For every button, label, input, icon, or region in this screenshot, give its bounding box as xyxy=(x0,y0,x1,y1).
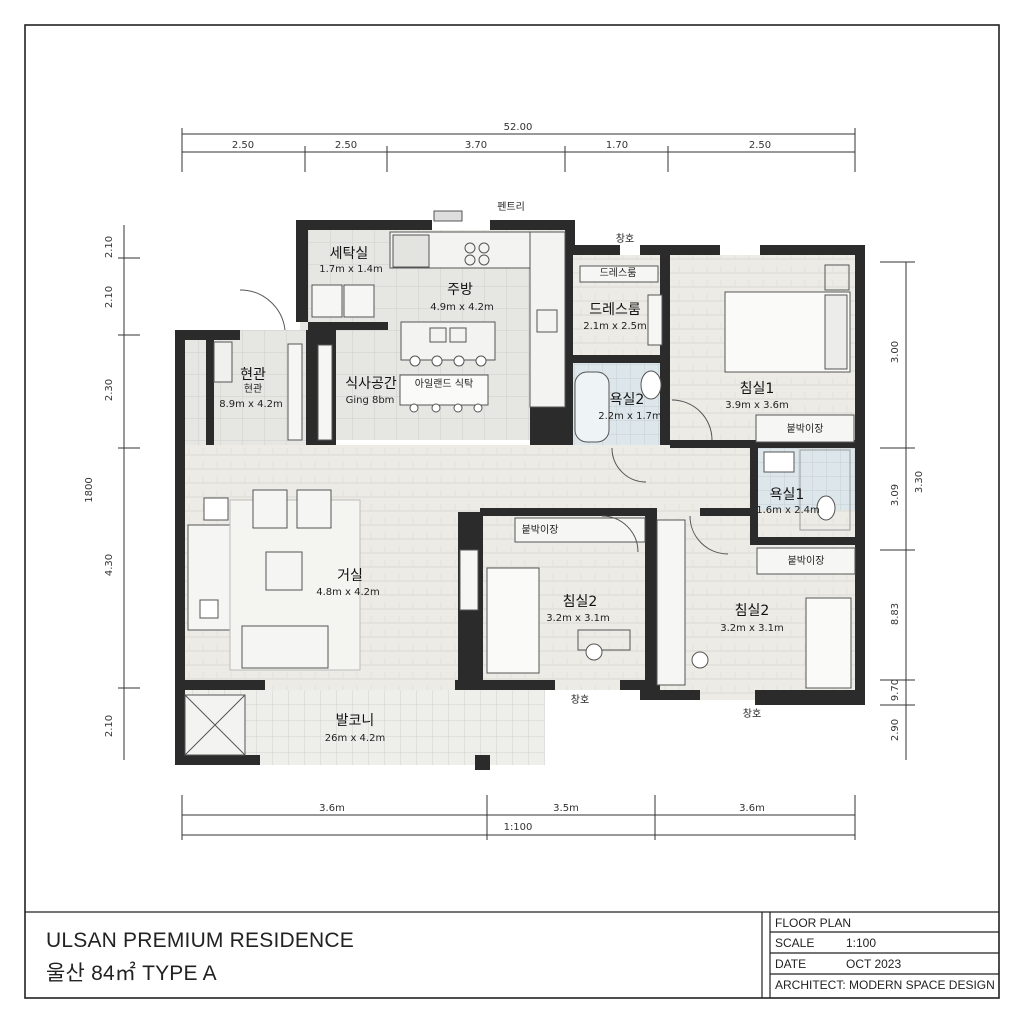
bedroom1-name: 침실1 xyxy=(740,381,775,397)
dim-left-seg-1: 2.10 xyxy=(104,236,115,258)
dim-bottom-seg-3: 3.6m xyxy=(739,803,765,814)
scale-value: 1:100 xyxy=(846,936,877,950)
bath1-size: 1.6m x 2.4m xyxy=(756,505,820,516)
entrance-sub: 현관 xyxy=(244,383,262,395)
dim-right-5: 2.90 xyxy=(890,719,901,741)
bath1-name: 욕실1 xyxy=(770,487,805,503)
dim-bottom-seg-1: 3.6m xyxy=(319,803,345,814)
pantry-label: 펜트리 xyxy=(497,201,525,213)
dim-right-4: 9.70 xyxy=(890,679,901,701)
bedroom2a-size: 3.2m x 3.1m xyxy=(546,613,610,624)
dim-right-outer: 3.30 xyxy=(914,471,925,493)
bath2-size: 2.2m x 1.7m xyxy=(598,411,662,422)
dim-left-seg-3: 2.30 xyxy=(104,379,115,401)
dimension-lines xyxy=(118,128,915,840)
bedroom2b-size: 3.2m x 3.1m xyxy=(720,623,784,634)
closet-bed2a-label: 붙박이장 xyxy=(522,524,559,536)
island-label: 아일랜드 식탁 xyxy=(415,378,473,390)
dressing-name: 드레스룸 xyxy=(589,302,641,318)
project-subtitle: 울산 84㎡ TYPE A xyxy=(46,962,217,985)
dim-top-seg-2: 2.50 xyxy=(335,140,357,151)
dim-top-total: 52.00 xyxy=(504,122,533,133)
dim-left-seg-2: 2.10 xyxy=(104,286,115,308)
window-bed2a-label: 창호 xyxy=(571,694,589,706)
dimension-labels: 52.00 2.50 2.50 3.70 1.70 2.50 1800 2.10… xyxy=(84,122,925,833)
balcony-size: 26m x 4.2m xyxy=(325,733,385,744)
kitchen-name: 주방 xyxy=(447,282,473,298)
dim-top-seg-5: 2.50 xyxy=(749,140,771,151)
laundry-name: 세탁실 xyxy=(330,246,369,262)
dim-bottom-seg-2: 3.5m xyxy=(553,803,579,814)
bedroom1-size: 3.9m x 3.6m xyxy=(725,400,789,411)
date-label: DATE xyxy=(775,957,807,971)
entrance-name: 현관 xyxy=(240,367,266,383)
laundry-size: 1.7m x 1.4m xyxy=(319,264,383,275)
dim-right-2: 3.09 xyxy=(890,484,901,506)
dim-top-seg-4: 1.70 xyxy=(606,140,628,151)
dressing-top-label: 드레스룸 xyxy=(600,267,637,279)
dim-left-seg-4: 4.30 xyxy=(104,554,115,576)
entrance-size: 8.9m x 4.2m xyxy=(219,399,283,410)
dining-name: 식사공간 xyxy=(345,376,397,392)
window-top-label: 창호 xyxy=(616,233,634,245)
date-value: OCT 2023 xyxy=(846,957,902,971)
architect-label: ARCHITECT: MODERN SPACE DESIGN xyxy=(775,978,995,992)
dim-top-seg-1: 2.50 xyxy=(232,140,254,151)
dressing-size: 2.1m x 2.5m xyxy=(583,321,647,332)
closet-bed2b-label: 붙박이장 xyxy=(788,555,825,567)
dim-bottom-scale: 1:100 xyxy=(504,822,533,833)
bath2-name: 욕실2 xyxy=(610,392,645,408)
balcony-name: 발코니 xyxy=(336,713,375,729)
sheet-border xyxy=(24,24,1000,999)
closet-bed1-label: 붙박이장 xyxy=(787,423,824,435)
dim-left-total: 1800 xyxy=(84,477,95,502)
dim-right-3: 8.83 xyxy=(890,603,901,625)
dim-right-1: 3.00 xyxy=(890,341,901,363)
floor-plan-header: FLOOR PLAN xyxy=(775,916,852,930)
room-labels: 펜트리 세탁실 1.7m x 1.4m 주방 4.9m x 4.2m 현관 현관… xyxy=(219,201,824,744)
bedroom2b-name: 침실2 xyxy=(735,603,770,619)
window-bed2b-label: 창호 xyxy=(743,708,761,720)
dim-top-seg-3: 3.70 xyxy=(465,140,487,151)
living-name: 거실 xyxy=(337,568,363,584)
scale-label: SCALE xyxy=(775,936,815,950)
bedroom2a-name: 침실2 xyxy=(563,594,598,610)
kitchen-size: 4.9m x 4.2m xyxy=(430,302,494,313)
dining-sub: Ging 8bm xyxy=(346,395,395,406)
walls xyxy=(175,220,865,770)
living-size: 4.8m x 4.2m xyxy=(316,587,380,598)
fixtures xyxy=(184,210,856,756)
dim-left-seg-5: 2.10 xyxy=(104,715,115,737)
title-block-frame xyxy=(25,911,999,998)
project-title: ULSAN PREMIUM RESIDENCE xyxy=(46,929,354,952)
